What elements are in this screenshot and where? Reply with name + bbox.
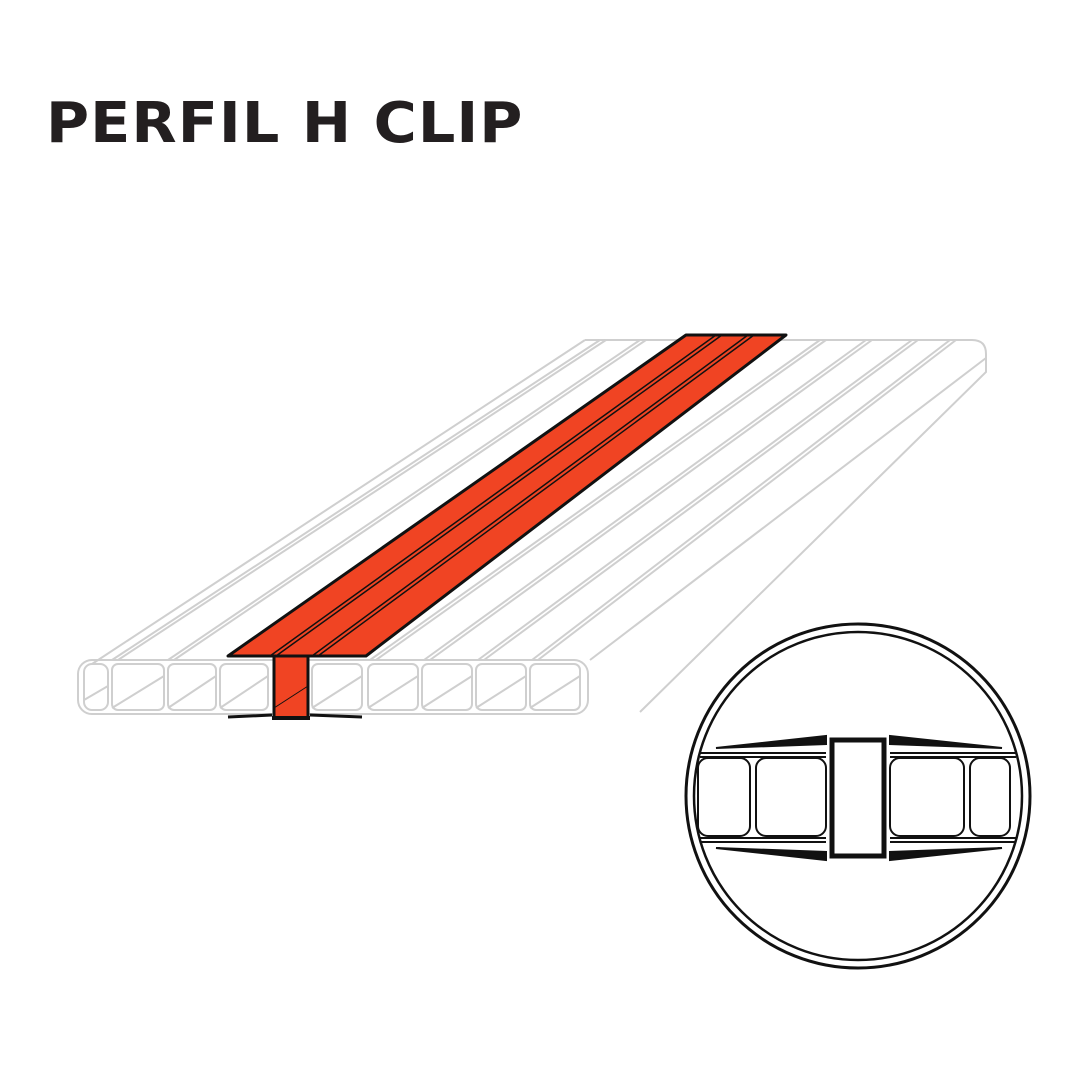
detail-magnifier — [684, 622, 1032, 970]
polycarbonate-panel — [77, 339, 987, 715]
page-title: PERFIL H CLIP — [46, 91, 524, 156]
h-clip-profile — [226, 333, 788, 720]
